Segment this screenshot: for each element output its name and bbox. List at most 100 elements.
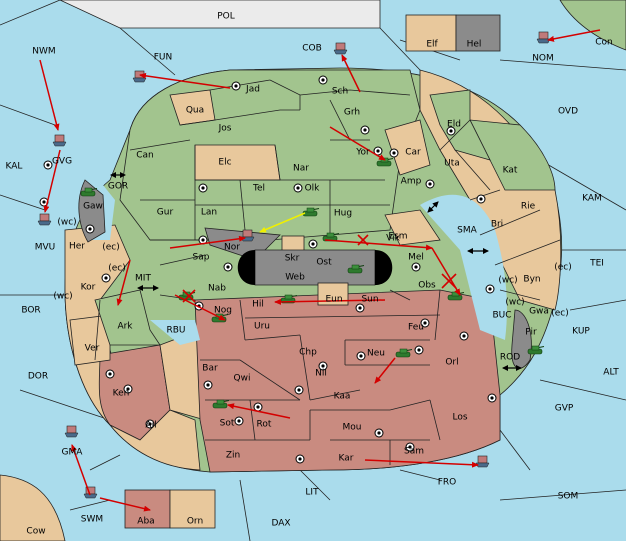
label-Car: Car	[405, 148, 421, 158]
ship-icon[interactable]	[64, 425, 79, 438]
region-Eld[interactable]	[429, 89, 491, 161]
label-Uru: Uru	[254, 322, 270, 332]
supply-center-icon	[459, 331, 469, 341]
double-arrow-icon	[427, 201, 439, 213]
label-Nor: Nor	[224, 243, 240, 253]
ship-icon[interactable]	[536, 31, 551, 44]
failed-orders	[182, 234, 457, 303]
label-POL: POL	[217, 12, 235, 22]
label-Uta: Uta	[444, 159, 460, 169]
region-Car[interactable]	[384, 119, 431, 176]
region-Ail[interactable]	[109, 409, 201, 471]
label-Ost: Ost	[316, 258, 332, 268]
label-Hug: Hug	[334, 209, 352, 219]
label-SOM: SOM	[558, 492, 579, 502]
label-Qua: Qua	[186, 106, 204, 116]
region-Orn[interactable]	[169, 489, 216, 529]
region-Ark[interactable]	[94, 289, 161, 346]
label-COB: COB	[302, 44, 322, 54]
tank-icon[interactable]	[395, 348, 413, 358]
tank-icon[interactable]	[212, 399, 230, 409]
label-Hel: Hel	[467, 40, 482, 50]
label-GOR: GOR	[108, 182, 128, 192]
label-SWM: SWM	[81, 515, 103, 525]
move-arrow-icon	[99, 497, 151, 512]
move-arrow-icon	[547, 29, 601, 42]
supply-center-icon	[405, 442, 415, 452]
move-arrow-icon	[43, 149, 61, 213]
region-Eun[interactable]	[317, 282, 349, 306]
tank-icon[interactable]	[80, 187, 98, 197]
ship-icon[interactable]	[240, 229, 255, 242]
label-MIT: MIT	[135, 274, 151, 284]
supply-center-icon	[203, 380, 213, 390]
supply-center-icon	[425, 179, 435, 189]
region-Pir[interactable]	[511, 309, 532, 369]
ship-icon[interactable]	[132, 70, 147, 83]
supply-center-icon	[318, 361, 328, 371]
label-Neu: Neu	[367, 349, 385, 359]
ship-icon[interactable]	[83, 486, 98, 499]
supply-center-icon	[198, 183, 208, 193]
ship-icon[interactable]	[333, 42, 348, 55]
label-Amp: Amp	[401, 177, 422, 187]
label-Ark: Ark	[117, 322, 133, 332]
label-Grh: Grh	[344, 108, 360, 118]
label-Nog: Nog	[214, 306, 232, 316]
ship-icon[interactable]	[52, 134, 67, 147]
move-arrow-icon	[274, 298, 386, 305]
label-Kat: Kat	[503, 166, 518, 176]
supply-center-icon	[485, 284, 495, 294]
label-DAX: DAX	[271, 519, 290, 529]
label-wc_kor: (wc)	[53, 292, 72, 302]
label-ec_her: (ec)	[102, 243, 120, 253]
label-Rot: Rot	[257, 420, 272, 430]
ship-icon[interactable]	[37, 213, 52, 226]
supply-center-icon	[145, 419, 155, 429]
supply-center-icon	[411, 262, 421, 272]
label-Gur: Gur	[157, 208, 174, 218]
region-Kat[interactable]	[469, 119, 556, 191]
label-Chp: Chp	[299, 348, 317, 358]
supply-center-icon	[101, 273, 111, 283]
region-Esm[interactable]	[384, 209, 441, 246]
region-Ver[interactable]	[69, 314, 111, 366]
label-Olk: Olk	[305, 184, 321, 194]
label-KAL: KAL	[6, 162, 23, 172]
label-OVD: OVD	[558, 107, 578, 117]
label-Bar: Bar	[202, 364, 218, 374]
label-Cow: Cow	[26, 527, 45, 537]
label-Ver: Ver	[85, 344, 100, 354]
label-LIT: LIT	[305, 488, 319, 498]
region-Elc[interactable]	[194, 144, 281, 181]
label-GVP: GVP	[555, 404, 574, 414]
label-Con: Con	[595, 38, 613, 48]
label-Nar: Nar	[293, 164, 309, 174]
region-Hel[interactable]	[455, 14, 501, 52]
tank-icon[interactable]	[527, 345, 545, 355]
failed-x-icon	[182, 289, 196, 303]
label-Pir: Pir	[525, 328, 537, 338]
label-FUN: FUN	[154, 53, 173, 63]
label-TEI: TEI	[589, 259, 604, 269]
label-NWM: NWM	[32, 47, 55, 57]
label-Obs: Obs	[418, 281, 436, 291]
label-Elf: Elf	[426, 40, 438, 50]
move-arrow-icon	[341, 54, 361, 93]
move-arrow-icon	[364, 459, 479, 468]
supply-center-icon	[105, 369, 115, 379]
tank-icon[interactable]	[347, 264, 365, 274]
label-Mou: Mou	[343, 423, 362, 433]
order-arrows	[39, 29, 601, 512]
label-Tel: Tel	[252, 184, 265, 194]
supply-center-icon	[231, 81, 241, 91]
label-ec_byn: (ec)	[554, 263, 572, 273]
move-arrow-icon	[374, 357, 396, 384]
supply-center-icon	[414, 345, 424, 355]
label-Nab: Nab	[208, 284, 226, 294]
label-Zin: Zin	[226, 451, 240, 461]
label-GVG: GVG	[52, 157, 72, 167]
label-Sun: Sun	[361, 295, 378, 305]
supply-center-icon	[318, 75, 328, 85]
